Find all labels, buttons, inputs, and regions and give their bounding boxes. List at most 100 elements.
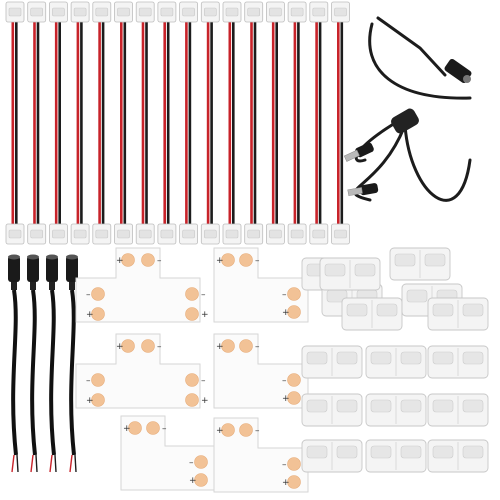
socket-opening bbox=[66, 254, 78, 260]
clip-connector bbox=[319, 257, 381, 291]
red-wire bbox=[141, 14, 145, 226]
clip-latch bbox=[73, 7, 87, 17]
latch-left bbox=[432, 399, 454, 413]
black-wire bbox=[58, 14, 61, 226]
copper-pad bbox=[146, 421, 160, 435]
socket-body bbox=[8, 256, 20, 282]
cable bbox=[30, 289, 37, 456]
t-connector: +––+–+ bbox=[75, 247, 209, 323]
plus-mark: + bbox=[282, 394, 290, 404]
strip-clip-connectors bbox=[301, 247, 489, 473]
plus-mark: + bbox=[216, 426, 224, 436]
clip-latch bbox=[334, 229, 347, 239]
minus-mark: – bbox=[189, 458, 194, 468]
jumper-cable bbox=[135, 1, 155, 245]
clip-latch bbox=[73, 229, 87, 239]
strain-relief bbox=[69, 282, 75, 290]
copper-pad bbox=[128, 421, 142, 435]
clip-latch bbox=[52, 7, 65, 17]
clip-connector bbox=[301, 439, 363, 473]
copper-pad bbox=[121, 253, 135, 267]
plus-mark: + bbox=[86, 396, 94, 406]
black-lead bbox=[35, 454, 38, 473]
red-wire bbox=[54, 14, 58, 226]
clip-latch bbox=[182, 7, 195, 17]
black-lead bbox=[54, 454, 57, 473]
latch-left bbox=[394, 253, 416, 267]
jumper-cable bbox=[222, 1, 242, 245]
latch-right bbox=[354, 263, 376, 277]
minus-mark: – bbox=[282, 460, 287, 470]
copper-pad bbox=[287, 287, 301, 301]
dc-pigtail bbox=[27, 254, 39, 473]
clip-latch bbox=[247, 229, 260, 239]
dc-pigtail bbox=[8, 254, 20, 473]
copper-pad bbox=[287, 457, 301, 471]
plug-barrel bbox=[347, 187, 363, 197]
clip-latch bbox=[290, 7, 304, 17]
clip-latch bbox=[117, 229, 130, 239]
female-socket bbox=[463, 75, 471, 83]
strain-relief bbox=[30, 282, 36, 290]
red-lead bbox=[30, 454, 34, 473]
latch-right bbox=[400, 399, 422, 413]
latch-left bbox=[432, 351, 454, 365]
clip-latch bbox=[334, 7, 347, 17]
clip-connector bbox=[365, 439, 427, 473]
black-wire bbox=[253, 14, 257, 226]
clip-latch bbox=[290, 229, 304, 239]
copper-pad bbox=[91, 393, 105, 407]
jumper-cable bbox=[179, 1, 199, 245]
minus-mark: – bbox=[162, 424, 167, 434]
latch-left bbox=[406, 289, 428, 303]
minus-mark: – bbox=[282, 290, 287, 300]
cable-loop bbox=[368, 22, 472, 100]
plus-mark: + bbox=[116, 342, 124, 352]
plus-mark: + bbox=[86, 310, 94, 320]
black-wire bbox=[318, 14, 322, 226]
latch-right bbox=[376, 303, 398, 317]
copper-pad bbox=[221, 253, 235, 267]
clip-latch bbox=[95, 229, 109, 239]
clip-latch bbox=[52, 229, 65, 239]
minus-mark: – bbox=[255, 426, 260, 436]
jumper-cable bbox=[287, 1, 307, 245]
strain-relief bbox=[49, 282, 55, 290]
clip-connector bbox=[427, 297, 489, 331]
socket-opening bbox=[8, 254, 20, 260]
clip-latch bbox=[247, 7, 260, 17]
jumper-cable bbox=[27, 1, 47, 245]
clip-latch bbox=[8, 229, 22, 239]
jumper-cable bbox=[244, 1, 264, 245]
latch-right bbox=[336, 399, 358, 413]
black-wire bbox=[145, 14, 148, 226]
black-lead bbox=[74, 454, 77, 473]
plug-body bbox=[359, 183, 379, 196]
latch-left bbox=[306, 351, 328, 365]
jumper-cable bbox=[265, 1, 285, 245]
black-wire bbox=[210, 14, 213, 226]
red-wire bbox=[206, 14, 210, 226]
copper-pad bbox=[287, 373, 301, 387]
black-wire bbox=[340, 14, 344, 226]
clip-latch bbox=[182, 229, 195, 239]
latch-left bbox=[324, 263, 346, 277]
red-wire bbox=[293, 14, 297, 226]
socket-body bbox=[66, 256, 78, 282]
latch-left bbox=[370, 351, 392, 365]
latch-right bbox=[400, 351, 422, 365]
cable-main bbox=[376, 16, 447, 77]
clip-latch bbox=[269, 7, 282, 17]
copper-pad bbox=[121, 339, 135, 353]
l-connector: +––+ bbox=[120, 415, 216, 491]
minus-mark: – bbox=[255, 256, 260, 266]
black-wire bbox=[15, 14, 18, 226]
minus-mark: – bbox=[157, 256, 162, 266]
red-wire bbox=[76, 14, 80, 226]
red-wire bbox=[163, 14, 166, 226]
jumper-cable bbox=[114, 1, 133, 245]
copper-pad bbox=[239, 253, 253, 267]
latch-left bbox=[306, 445, 328, 459]
red-wire bbox=[337, 14, 340, 226]
minus-mark: – bbox=[255, 342, 260, 352]
